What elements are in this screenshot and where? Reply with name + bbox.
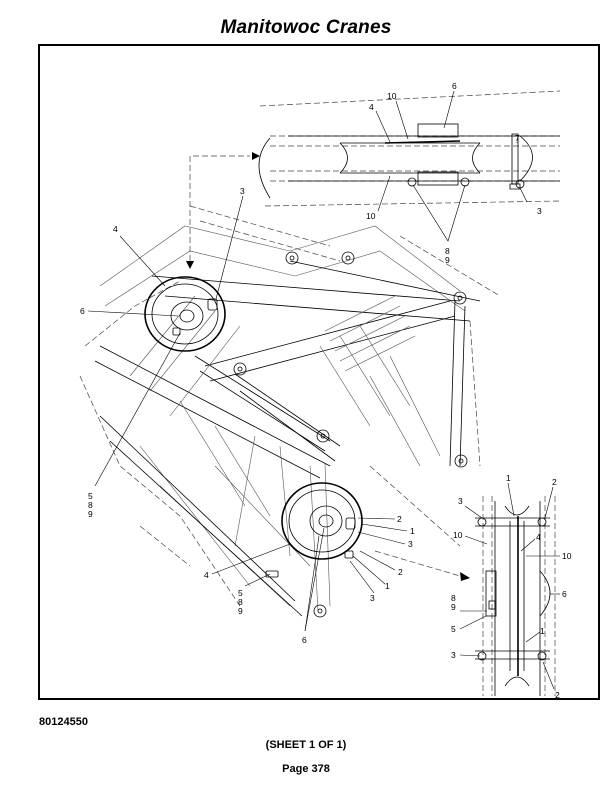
callout-3-top: 3 xyxy=(537,206,542,216)
callout-5-detail: 5 xyxy=(451,624,456,634)
callout-5-upper-left: 5 xyxy=(88,491,93,501)
detail-view-top-right xyxy=(258,90,561,207)
callout-9-detail: 9 xyxy=(451,602,456,612)
callout-7-top: 7 xyxy=(515,133,520,143)
callout-8-top: 8 xyxy=(445,246,450,256)
callout-8-lower: 8 xyxy=(238,597,243,607)
callout-leaders xyxy=(87,90,560,690)
callout-3-detail: 3 xyxy=(458,496,463,506)
callout-3-lower: 3 xyxy=(408,539,413,549)
callout-2-lower: 2 xyxy=(397,514,402,524)
detail-view-bottom-right xyxy=(475,496,556,696)
part-number: 80124550 xyxy=(39,716,88,728)
callout-labels: 10 6 4 7 10 3 8 9 4 3 6 5 8 9 2 1 3 2 1 … xyxy=(80,81,572,698)
sheave-assembly-upper-left xyxy=(144,276,226,352)
exploded-assembly-drawing: 10 6 4 7 10 3 8 9 4 3 6 5 8 9 2 1 3 2 1 … xyxy=(79,81,572,698)
callout-6-detail: 6 xyxy=(562,589,567,599)
callout-9-top: 9 xyxy=(445,255,450,265)
document-title: Manitowoc Cranes xyxy=(220,17,392,38)
callout-1b-detail: 1 xyxy=(540,626,545,636)
callout-3b-detail: 3 xyxy=(451,650,456,660)
view-direction-arrows xyxy=(186,152,470,581)
callout-10-detail: 10 xyxy=(453,530,463,540)
callout-6-upper-left: 6 xyxy=(80,306,85,316)
callout-9-upper-left: 9 xyxy=(88,509,93,519)
callout-2b-detail: 2 xyxy=(555,690,560,698)
callout-4-detail: 4 xyxy=(536,532,541,542)
callout-10b-top: 10 xyxy=(366,211,376,221)
callout-1-detail: 1 xyxy=(506,473,511,483)
callout-3b-lower: 3 xyxy=(370,593,375,603)
callout-2b-lower: 2 xyxy=(398,567,403,577)
callout-4-lower: 4 xyxy=(204,570,209,580)
boom-lattice-section xyxy=(79,205,501,618)
sheet-indicator: (SHEET 1 OF 1) xyxy=(265,739,347,751)
callout-4-upper-left: 4 xyxy=(113,224,118,234)
callout-1-lower: 1 xyxy=(410,526,415,536)
callout-3-upper-left: 3 xyxy=(240,186,245,196)
callout-8-upper-left: 8 xyxy=(88,500,93,510)
page-number: Page 378 xyxy=(282,763,330,775)
callout-1b-lower: 1 xyxy=(385,581,390,591)
callout-10-top: 10 xyxy=(387,91,397,101)
drawing-frame: 10 6 4 7 10 3 8 9 4 3 6 5 8 9 2 1 3 2 1 … xyxy=(38,44,600,700)
callout-9-lower: 9 xyxy=(238,606,243,616)
callout-8-detail: 8 xyxy=(451,593,456,603)
callout-6-lower: 6 xyxy=(302,635,307,645)
callout-4-top: 4 xyxy=(369,102,374,112)
callout-10b-detail: 10 xyxy=(562,551,572,561)
callout-5-lower: 5 xyxy=(238,588,243,598)
callout-6-top: 6 xyxy=(452,81,457,91)
sheave-assembly-lower-center xyxy=(265,482,363,578)
callout-2-detail: 2 xyxy=(552,477,557,487)
